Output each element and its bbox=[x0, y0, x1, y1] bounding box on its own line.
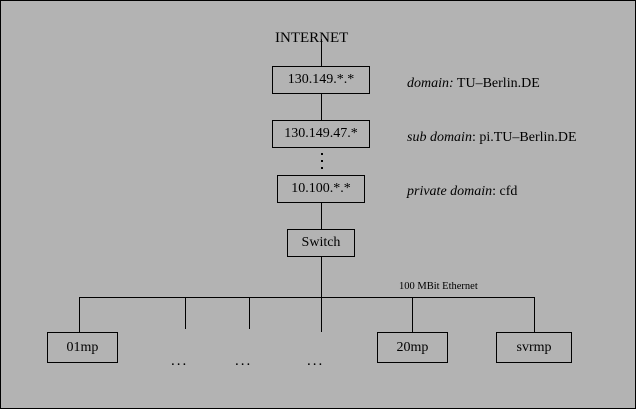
connector-bus-to-hidden-host-3 bbox=[321, 297, 322, 329]
annotation-domain-key: domain: bbox=[407, 76, 454, 91]
vertical-ellipsis-icon bbox=[320, 153, 323, 169]
connector-bus-to-host-first bbox=[79, 297, 80, 332]
connector-domain-to-subdomain bbox=[321, 94, 322, 120]
connector-private-to-switch bbox=[321, 203, 322, 229]
connector-bus-to-hidden-host-1 bbox=[185, 297, 186, 329]
node-private-network: 10.100.*.* bbox=[277, 175, 365, 203]
connector-bus-to-host-server bbox=[534, 297, 535, 332]
connector-switch-to-bus bbox=[321, 257, 322, 332]
node-host-20mp: 20mp bbox=[377, 332, 448, 363]
hidden-hosts-ellipsis-3: ... bbox=[307, 353, 325, 369]
node-domain-network: 130.149.*.* bbox=[272, 66, 370, 94]
node-host-01mp: 01mp bbox=[47, 332, 118, 363]
connector-bus-to-host-last bbox=[412, 297, 413, 332]
annotation-subdomain: sub domain: pi.TU–Berlin.DE bbox=[407, 131, 577, 145]
connector-bus-to-hidden-host-2 bbox=[249, 297, 250, 329]
annotation-private-domain-separator: : bbox=[492, 184, 497, 199]
annotation-subdomain-separator: : bbox=[471, 130, 476, 145]
annotation-private-domain-key: private domain bbox=[407, 184, 493, 199]
ethernet-bus-line bbox=[79, 297, 535, 298]
node-switch: Switch bbox=[287, 229, 355, 257]
annotation-subdomain-key: sub domain bbox=[407, 130, 472, 145]
internet-label: INTERNET bbox=[275, 30, 349, 46]
annotation-subdomain-value: pi.TU–Berlin.DE bbox=[479, 130, 577, 145]
bus-label-ethernet: 100 MBit Ethernet bbox=[399, 281, 478, 292]
annotation-domain-value: TU–Berlin.DE bbox=[456, 76, 540, 91]
annotation-private-domain: private domain: cfd bbox=[407, 185, 517, 199]
annotation-private-domain-value: cfd bbox=[499, 184, 518, 199]
hidden-hosts-ellipsis-2: ... bbox=[235, 353, 253, 369]
annotation-domain: domain: TU–Berlin.DE bbox=[407, 77, 540, 91]
hidden-hosts-ellipsis-1: ... bbox=[171, 353, 189, 369]
connector-internet-to-domain bbox=[321, 39, 322, 66]
node-host-svrmp: svrmp bbox=[496, 332, 572, 363]
node-subdomain-network: 130.149.47.* bbox=[272, 120, 370, 148]
